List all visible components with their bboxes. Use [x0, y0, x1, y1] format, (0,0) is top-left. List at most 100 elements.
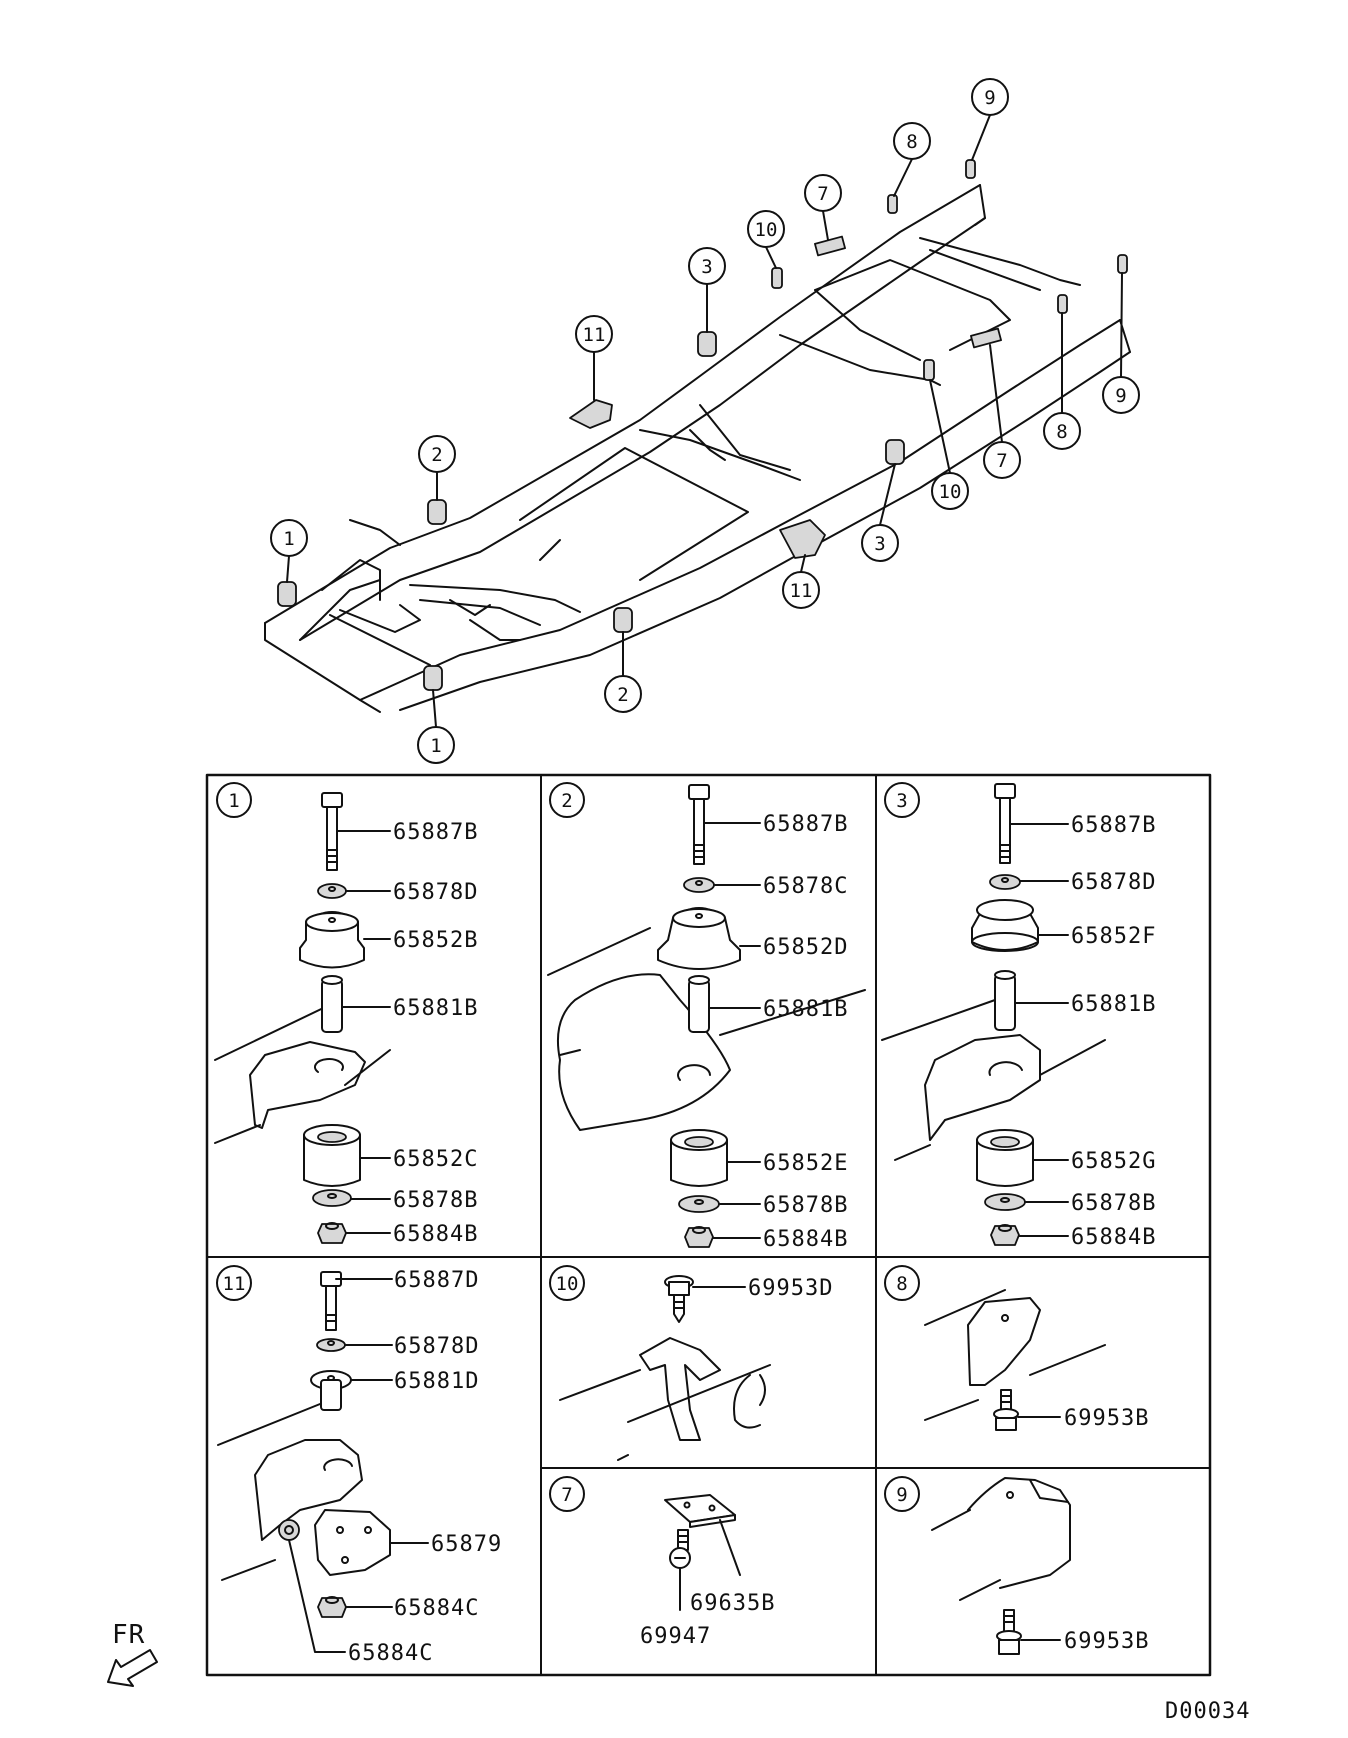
panel-3-bolt-65887B	[994, 783, 1016, 864]
panel-11-id: 11	[223, 1273, 246, 1295]
bolt-10-right	[923, 359, 935, 381]
panel-11-part-label: 65887D	[394, 1268, 479, 1293]
body-mount-1-front-left	[277, 581, 297, 607]
panel-10-id: 10	[556, 1273, 579, 1295]
panel-9: 69953B	[931, 1477, 1148, 1655]
frame-callout-2: 2	[604, 675, 642, 713]
body-mount-11-left	[569, 399, 613, 429]
panel-1-nut-65884B	[317, 1222, 347, 1244]
callout-circle	[782, 571, 820, 609]
panel-3-washer-65878B	[984, 1193, 1026, 1211]
panel-7: 69635B 69947	[640, 1494, 775, 1649]
panel-3-part-label: 65887B	[1071, 813, 1156, 838]
panel-callout-3: 3	[884, 782, 920, 818]
panel-7-bolt-69947	[669, 1529, 691, 1569]
bolt-9-right	[1117, 254, 1128, 274]
callout-label: 11	[790, 580, 813, 602]
panel-8-bolt-69953B	[993, 1389, 1019, 1431]
chassis-frame	[264, 184, 1131, 713]
panel-2-cushion-65852D	[657, 907, 741, 970]
panel-3-cushion-65852G	[976, 1129, 1034, 1187]
panel-3-leaders	[1009, 823, 1069, 1237]
frame-callout-10: 10	[747, 210, 785, 248]
callout-label: 7	[817, 183, 828, 205]
panel-7-id: 7	[561, 1484, 572, 1506]
panel-2-part-label: 65881B	[763, 997, 848, 1022]
body-mount-3-right	[885, 439, 905, 465]
panel-1-leaders	[336, 830, 391, 1234]
panel-3: 65887B 65878D 65852F 65881B 65852G 65878…	[881, 783, 1156, 1250]
diagram-id: D00034	[1165, 1699, 1250, 1724]
callout-label: 3	[874, 533, 885, 555]
callout-label: 8	[1056, 421, 1067, 443]
frame-callout-10: 10	[931, 472, 969, 510]
panel-1-labels: 65887B 65878D 65852B 65881B 65852C 65878…	[393, 820, 478, 1247]
panel-3-part-label: 65884B	[1071, 1225, 1156, 1250]
panel-9-frame-sketch	[931, 1477, 1071, 1601]
panel-1-part-label: 65887B	[393, 820, 478, 845]
panel-10-frame-sketch	[559, 1337, 771, 1461]
frame-callout-8: 8	[1043, 412, 1081, 450]
panel-callout-9: 9	[884, 1476, 920, 1512]
frame-callout-2: 2	[418, 435, 456, 473]
panel-7-part-label: 69635B	[690, 1591, 775, 1616]
callout-circle	[861, 524, 899, 562]
panel-7-part-label: 69947	[640, 1624, 711, 1649]
panel-3-cushion-65852F	[971, 899, 1039, 952]
panel-2: 65887B 65878C 65852D 65881B 65852E 65878…	[547, 784, 866, 1252]
panel-11-part-label: 65881D	[394, 1369, 479, 1394]
panel-callout-7: 7	[549, 1476, 585, 1512]
callout-circle	[983, 441, 1021, 479]
callout-circle	[1102, 376, 1140, 414]
callout-circle	[893, 122, 931, 160]
frame-callout-3: 3	[861, 524, 899, 562]
panel-9-bolt-69953B	[996, 1609, 1022, 1655]
panel-7-plate-69635B	[664, 1494, 736, 1528]
callout-label: 9	[1115, 385, 1126, 407]
panel-1-id: 1	[228, 790, 239, 812]
panel-10-part-label: 69953D	[748, 1276, 833, 1301]
panel-callout-11: 11	[216, 1265, 252, 1301]
body-mount-1-front-right	[423, 665, 443, 691]
panel-3-washer-65878D	[989, 874, 1021, 890]
panel-1-part-label: 65878D	[393, 880, 478, 905]
parts-grid	[205, 773, 1212, 1677]
panel-1-bolt-65887B	[321, 792, 343, 871]
callout-circle	[418, 435, 456, 473]
panel-2-part-label: 65887B	[763, 812, 848, 837]
frame-callout-11: 11	[782, 571, 820, 609]
callout-circle	[270, 519, 308, 557]
panel-8: 69953B	[924, 1289, 1149, 1431]
front-direction-label: FR	[112, 1620, 145, 1650]
bolt-8-right	[1057, 294, 1068, 314]
panel-11-part-label: 65878D	[394, 1334, 479, 1359]
panel-11-leaders	[288, 1278, 429, 1653]
panel-2-labels: 65887B 65878C 65852D 65881B 65852E 65878…	[763, 812, 848, 1252]
frame-callout-1: 1	[270, 519, 308, 557]
callout-label: 1	[283, 528, 294, 550]
body-mount-3-left	[697, 331, 717, 357]
frame-callout-8: 8	[893, 122, 931, 160]
callout-label: 8	[906, 131, 917, 153]
bolt-9-left	[965, 159, 976, 179]
panel-11-collar-65881D	[310, 1370, 352, 1411]
panel-callout-10: 10	[549, 1265, 585, 1301]
panel-1: 65887B 65878D 65852B 65881B 65852C 65878…	[214, 792, 478, 1247]
panel-3-collar-65881B	[994, 970, 1016, 1031]
callout-circle	[417, 726, 455, 764]
panel-2-collar-65881B	[688, 975, 710, 1033]
panel-8-part-label: 69953B	[1064, 1406, 1149, 1431]
panel-callout-8: 8	[884, 1265, 920, 1301]
frame-callout-11: 11	[575, 315, 613, 353]
panel-1-washer-65878B	[312, 1189, 352, 1207]
panel-callout-2: 2	[549, 782, 585, 818]
panel-1-part-label: 65852B	[393, 928, 478, 953]
panel-2-bolt-65887B	[688, 784, 710, 865]
panel-11-part-label: 65884C	[348, 1641, 433, 1666]
panel-11-labels: 65887D 65878D 65881D 65879 65884C 65884C	[348, 1268, 501, 1666]
callout-label: 10	[755, 219, 778, 241]
panel-2-leaders	[703, 822, 761, 1239]
bolt-8-left	[887, 194, 898, 214]
panel-1-cushion-65852B	[299, 911, 365, 969]
